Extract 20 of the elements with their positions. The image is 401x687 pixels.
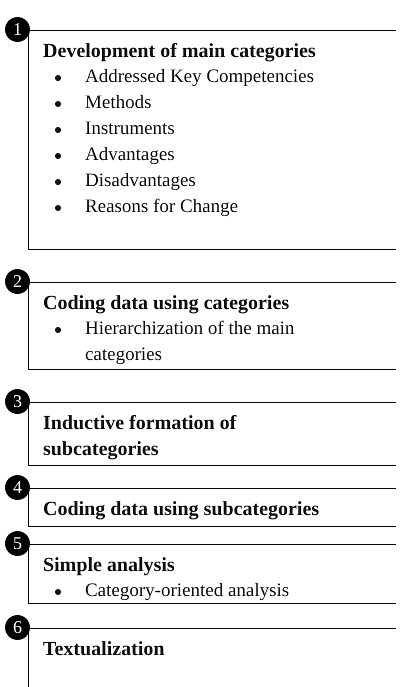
step-heading: Simple analysis — [43, 553, 176, 578]
step-heading: Coding data using categories — [43, 291, 290, 316]
step-number: 2 — [5, 269, 30, 294]
bullet-item: Advantages — [85, 144, 175, 165]
bullet-item: Instruments — [85, 118, 175, 139]
bullet-item: Reasons for Change — [85, 196, 238, 217]
step-number: 6 — [5, 615, 30, 640]
bullet-item: Hierarchization of the main categories — [85, 318, 294, 365]
step-number: 3 — [5, 389, 30, 414]
step-number: 5 — [5, 531, 30, 556]
bullet-item: Category-oriented analysis — [85, 580, 290, 601]
bullet-item: Disadvantages — [85, 170, 196, 191]
bullet-item: Addressed Key Competencies — [85, 66, 314, 87]
bullet-item: Methods — [85, 92, 152, 113]
step-number: 1 — [5, 17, 30, 42]
step-number: 4 — [5, 475, 30, 500]
step-heading: Textualization — [43, 637, 166, 662]
step-heading: Inductive formation of subcategories — [43, 411, 238, 462]
step-heading: Coding data using subcategories — [43, 497, 320, 522]
step-heading: Development of main categories — [43, 39, 317, 64]
